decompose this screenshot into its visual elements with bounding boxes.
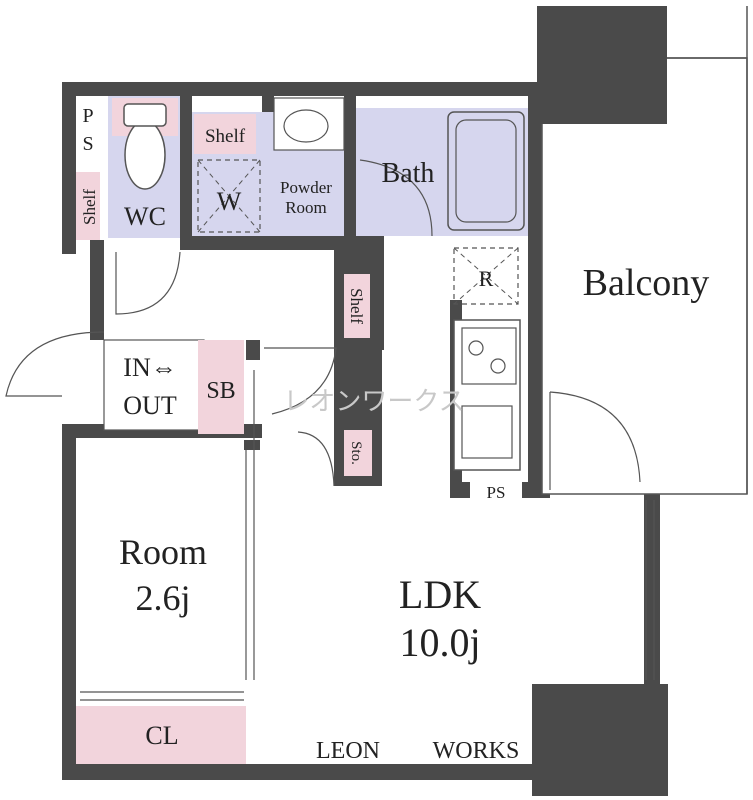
label-ldk-size: 10.0j <box>399 620 480 665</box>
entrance <box>5 331 244 434</box>
label-room-name: Room <box>119 532 207 572</box>
balcony-area <box>537 6 748 495</box>
label-storage: Sto. <box>348 441 364 465</box>
storage-sto <box>344 430 372 476</box>
label-closet: CL <box>145 721 178 750</box>
kitchen-counter <box>453 319 521 471</box>
label-ldk-name: LDK <box>399 572 481 617</box>
label-ps-p: P <box>82 105 93 127</box>
shelf-wc <box>76 172 100 240</box>
label-room-size: 2.6j <box>135 578 190 618</box>
powder-room <box>192 97 345 236</box>
label-bath: Bath <box>382 158 435 189</box>
label-refrigerator: R <box>479 266 494 291</box>
label-shelf-hall: Shelf <box>347 288 366 324</box>
label-wc: WC <box>124 202 166 231</box>
label-shelf-powder: Shelf <box>205 126 246 147</box>
closet <box>76 691 246 764</box>
label-brand-leon: LEON <box>316 738 380 764</box>
watermark: レオンワークス <box>283 387 464 417</box>
wc-room <box>108 96 180 238</box>
label-ps-kitchen: PS <box>487 483 506 502</box>
door-swings <box>115 251 655 680</box>
label-shelf-wc: Shelf <box>80 189 99 225</box>
ps-kitchen-box <box>470 482 522 500</box>
hall-shelf <box>344 274 370 338</box>
label-balcony: Balcony <box>583 262 710 304</box>
label-entrance-out: OUT <box>123 391 177 420</box>
label-brand-works: WORKS <box>433 738 520 764</box>
label-entrance-in: IN⇔ <box>123 353 176 382</box>
label-powder-1: Powder <box>280 178 332 197</box>
bath-room <box>356 108 528 237</box>
ps-top <box>76 96 100 158</box>
label-washer: W <box>217 187 242 216</box>
label-powder-2: Room <box>285 198 327 217</box>
label-shoe-box: SB <box>206 378 235 404</box>
refrigerator-space <box>453 247 519 305</box>
label-ps-s: S <box>82 133 93 155</box>
